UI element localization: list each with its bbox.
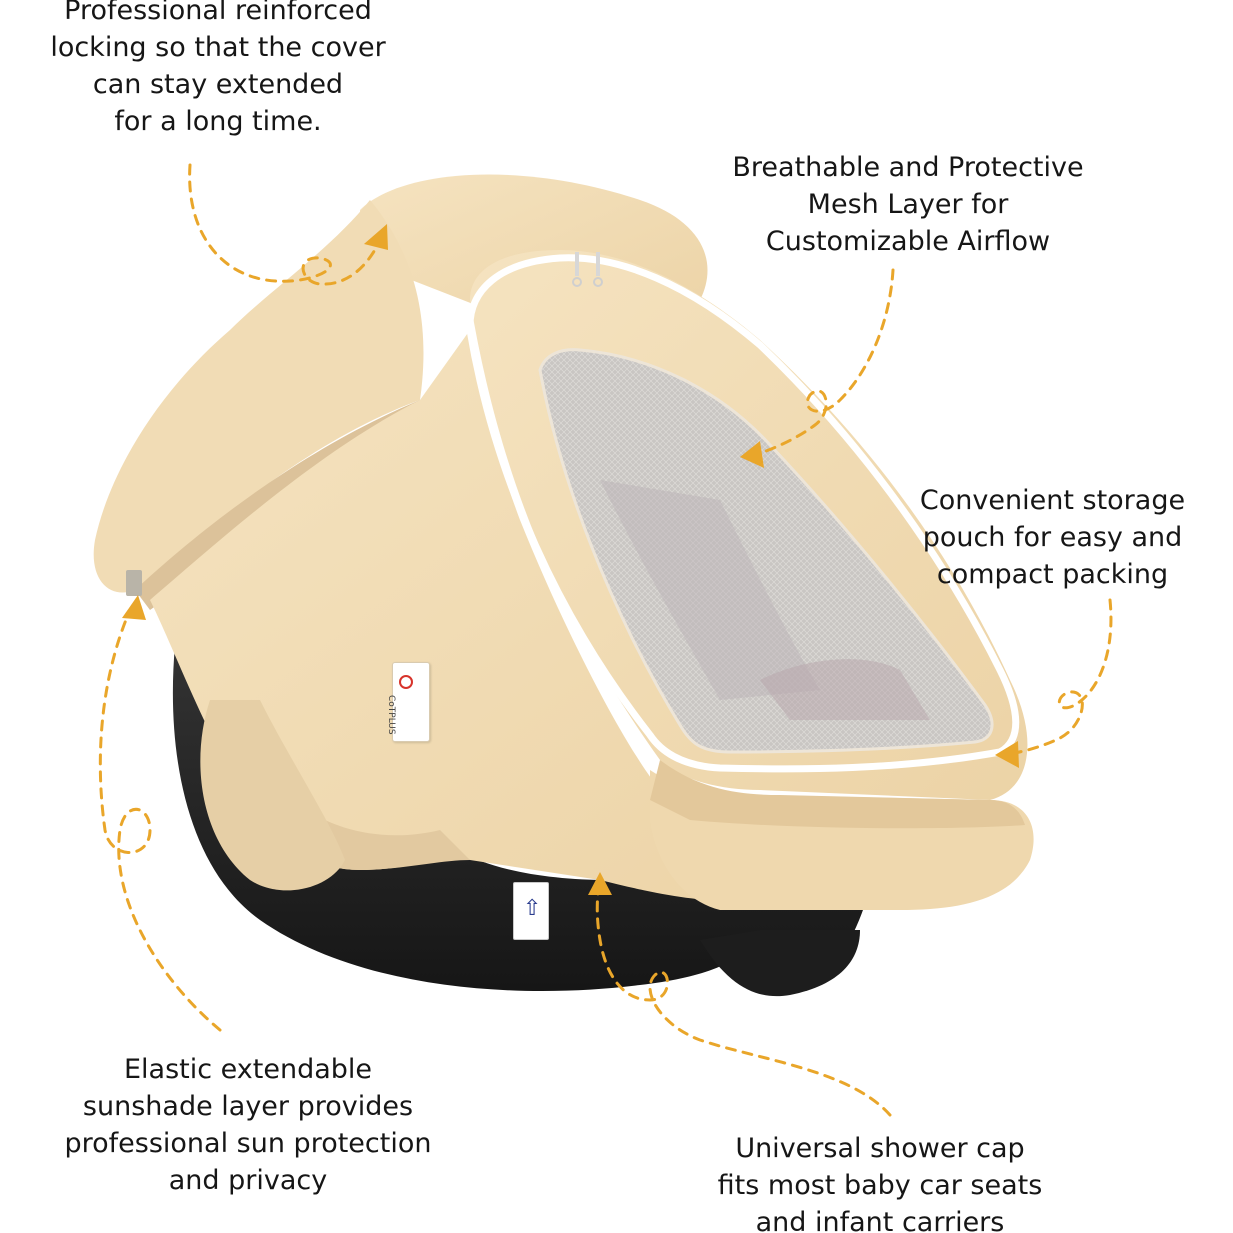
brand-tag: CoTPLUS [386,662,430,742]
zipper-outline [466,254,1020,773]
caption-mesh: Breathable and Protective Mesh Layer for… [732,152,1084,257]
arrow-mesh-head-icon [740,441,764,468]
arrow-pouch-path [1008,598,1113,756]
caption-elastic: Elastic extendable sunshade layer provid… [64,1054,432,1196]
arrow-locking-path [188,163,382,286]
arrow-locking-head-icon [364,224,388,250]
arrow-heads [122,224,1019,895]
care-tag: ⇧ [513,882,549,940]
strap-clip [126,570,142,596]
arrow-universal-head-icon [588,872,612,895]
up-arrow-icon: ⇧ [523,896,542,921]
arrow-mesh-path [753,268,895,457]
arrow-elastic-head-icon [122,595,146,620]
caption-universal: Universal shower cap fits most baby car … [717,1133,1043,1233]
car-seat-base [172,645,873,997]
caption-pouch: Convenient storage pouch for easy and co… [919,485,1186,590]
zipper-pull-icon [572,252,603,287]
caption-locking: Professional reinforced locking so that … [50,0,386,137]
circle-logo-icon [399,675,413,689]
arrow-universal-path [595,878,892,1117]
brand-label: CoTPLUS [386,695,396,735]
arrow-elastic-path [98,608,222,1032]
mesh-window [538,348,994,754]
arrow-pouch-head-icon [995,741,1019,768]
